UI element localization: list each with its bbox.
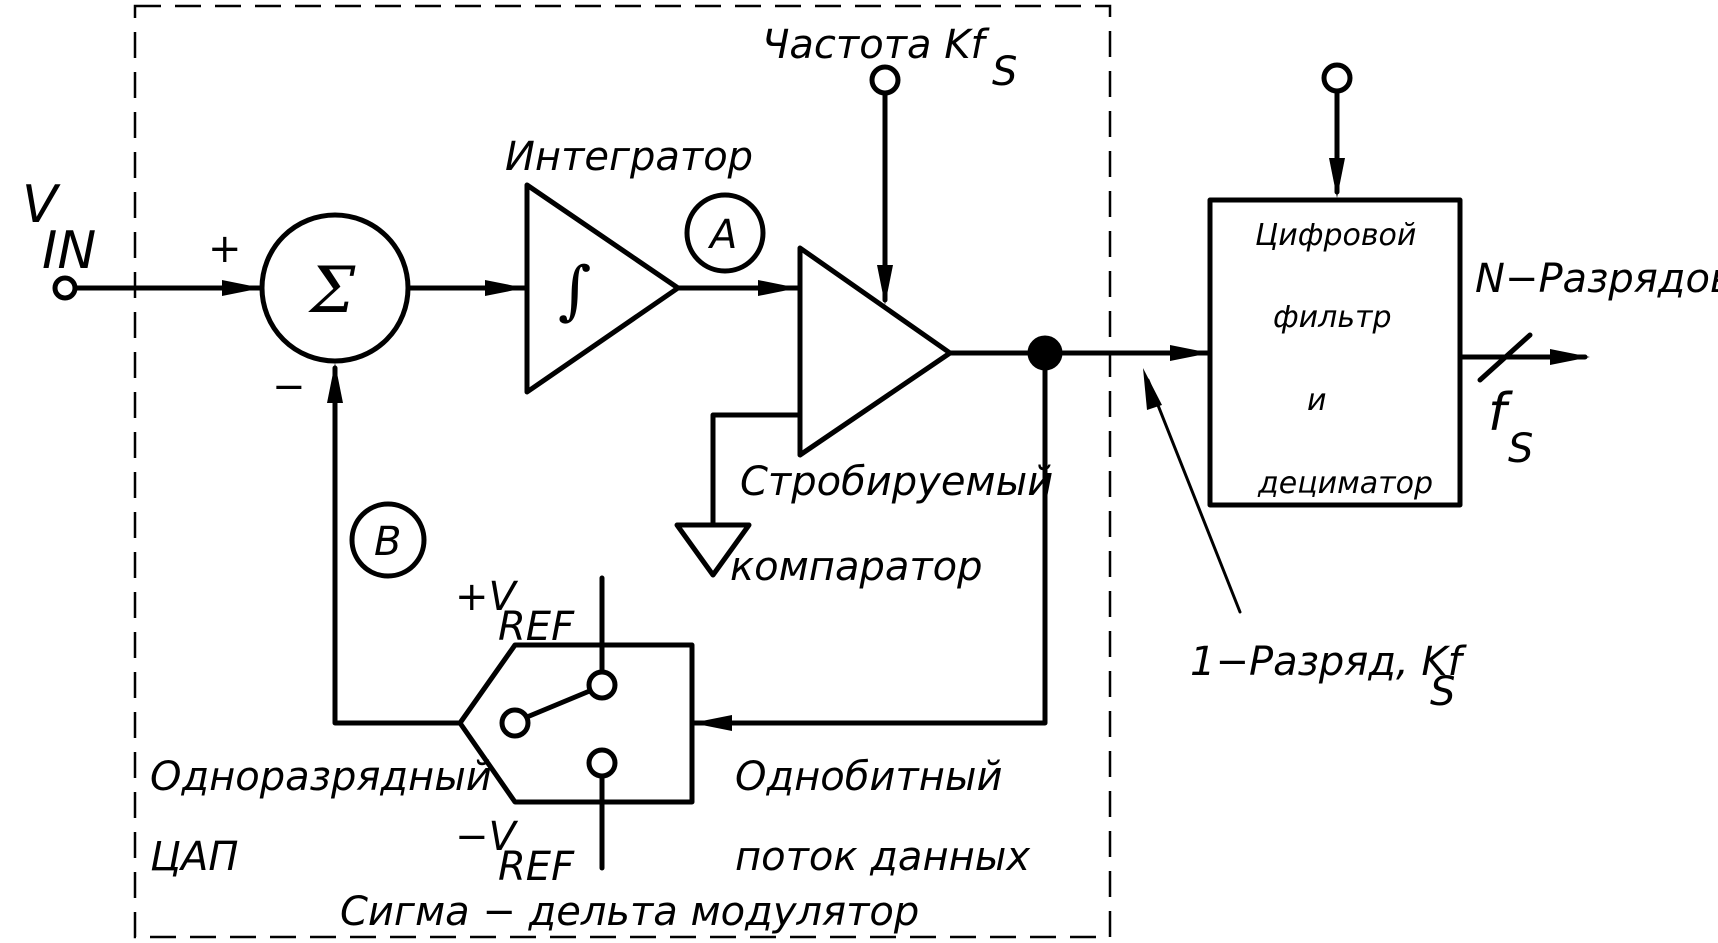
comparator-block xyxy=(797,245,953,458)
point-b-label: B xyxy=(374,519,401,565)
dac-switch-common xyxy=(499,707,531,739)
point-a-label: A xyxy=(707,212,737,258)
filter-label-line2: фильтр xyxy=(1273,300,1392,335)
dac-switch-top-contact xyxy=(586,669,618,701)
output-arrow xyxy=(1550,349,1590,365)
feedback-arrow xyxy=(692,715,732,731)
bitstream-label-line2: поток данных xyxy=(735,834,1030,880)
input-terminal xyxy=(52,275,78,301)
ground-symbol xyxy=(674,522,752,578)
dac-switch-bottom-contact xyxy=(586,747,618,779)
dac-to-summer-arrow xyxy=(327,363,343,403)
integrator-symbol: ∫ xyxy=(558,254,591,328)
input-arrow xyxy=(222,280,262,296)
clock-label: Частота Kf xyxy=(762,22,990,68)
point-a-marker xyxy=(684,192,766,274)
output-rate-sub-label: S xyxy=(1508,426,1533,472)
vin-label: V xyxy=(22,175,61,235)
one-bit-label: 1−Разряд, Kf xyxy=(1190,639,1468,685)
summer-plus-label: + xyxy=(208,226,242,272)
vref-neg-sub-label: REF xyxy=(498,844,575,890)
one-bit-sub-label: S xyxy=(1430,669,1455,715)
comparator-ground-wire xyxy=(710,412,803,528)
dac-to-summer-wire xyxy=(332,365,463,726)
comparator-label-line1: Стробируемый xyxy=(740,459,1053,505)
dac-block xyxy=(457,642,695,805)
comparator-label-line2: компаратор xyxy=(730,544,983,590)
integrator-label: Интегратор xyxy=(505,134,753,180)
comparator-output-arrow xyxy=(1170,345,1210,361)
modulator-boundary xyxy=(133,4,1112,939)
bitstream-label-line1: Однобитный xyxy=(735,754,1002,800)
summer-minus-label: − xyxy=(272,364,306,410)
modulator-label: Сигма − дельта модулятор xyxy=(340,889,919,935)
filter-clock-arrow xyxy=(1329,158,1345,198)
vref-pos-sub-label: REF xyxy=(498,604,575,650)
output-bits-label: N−Разрядов xyxy=(1475,256,1718,302)
summer-symbol: Σ xyxy=(308,254,356,328)
dac-label-line1: Одноразрядный xyxy=(150,754,492,800)
dac-switch-arm xyxy=(524,687,595,720)
point-b-marker xyxy=(349,501,427,579)
clock-arrow xyxy=(877,265,893,305)
clock-sub-label: S xyxy=(992,49,1017,95)
filter-clock-terminal xyxy=(1321,62,1353,94)
vref-neg-label: −V xyxy=(455,814,519,860)
integrator-to-comparator-arrow xyxy=(758,280,798,296)
filter-label-line4: дециматор xyxy=(1257,466,1433,501)
output-bus-slash xyxy=(1477,332,1533,383)
one-bit-pointer-line xyxy=(1146,378,1242,614)
vref-pos-label: +V xyxy=(455,574,519,620)
summer-to-integrator-arrow xyxy=(485,280,525,296)
dac-label-line2: ЦАП xyxy=(150,834,239,880)
clock-terminal xyxy=(869,64,901,96)
one-bit-pointer-arrow xyxy=(1143,368,1162,410)
digital-filter-block xyxy=(1207,197,1463,508)
filter-label-line3: и xyxy=(1307,383,1327,418)
integrator-block xyxy=(524,182,681,395)
filter-label-line1: Цифровой xyxy=(1255,218,1416,253)
feedback-wire xyxy=(689,350,1048,726)
vin-sub-label: IN xyxy=(42,221,96,281)
